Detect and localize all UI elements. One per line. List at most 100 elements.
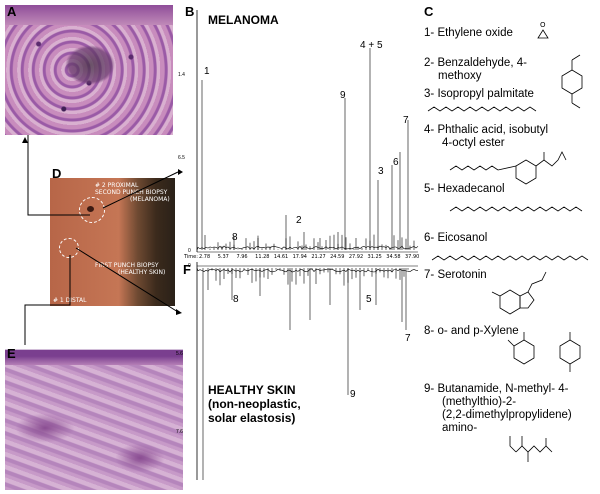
compound-4-name-line-1: Phthalic acid, isobutyl — [437, 124, 549, 136]
healthy-trace — [196, 267, 419, 480]
compound-6: 6- Eicosanol — [424, 232, 487, 245]
compound-1-name: Ethylene oxide — [437, 27, 513, 39]
chemical-structures: O — [427, 21, 589, 462]
peak-label-7: 7 — [403, 115, 409, 126]
panel-label-c: C — [424, 4, 434, 19]
compound-7: 7- Serotonin — [424, 269, 487, 282]
y-label-bottom-1: 0 — [188, 263, 191, 269]
photo-label-proximal: # 2 PROXIMAL — [95, 182, 139, 189]
peak-label-4-5: 4 + 5 — [360, 40, 383, 51]
compound-2-name-line-2: methoxy — [438, 70, 482, 82]
y-label-bottom-3: 7.6 — [176, 429, 183, 435]
healthy-title-line-3: solar elastosis) — [208, 411, 296, 425]
peak-label-bottom-5: 5 — [366, 294, 372, 305]
photo-label-second-biopsy: SECOND PUNCH BIOPSY — [95, 189, 168, 196]
compound-9: 9- Butanamide, N-methyl- 4- (methylthio)… — [424, 383, 572, 435]
compound-3-num: 3- — [424, 88, 435, 100]
melanoma-title: MELANOMA — [208, 13, 279, 27]
time-tick-label: 37.90 — [405, 254, 420, 260]
y-label-top-1: 1.4 — [178, 72, 185, 78]
melanoma-trace — [196, 48, 419, 251]
svg-text:O: O — [540, 21, 546, 29]
time-tick-label: 31.25 — [367, 254, 382, 260]
compound-8: 8- o- and p-Xylene — [424, 325, 519, 338]
compound-3-name: Isopropyl palmitate — [437, 88, 534, 100]
peak-label-6: 6 — [393, 157, 399, 168]
healthy-biopsy-circle — [59, 238, 79, 258]
time-tick-label: 21.27 — [311, 254, 326, 260]
melanoma-biopsy-circle — [79, 197, 105, 223]
peak-label-bottom-8: 8 — [233, 294, 239, 305]
compound-9-name-line-1: Butanamide, N-methyl- 4- — [437, 383, 569, 395]
time-label: Time: — [184, 254, 198, 260]
histology-melanoma-image — [5, 5, 173, 135]
compound-6-name: Eicosanol — [437, 232, 488, 244]
isopropyl-palmitate-structure — [427, 106, 537, 112]
photo-label-melanoma: (MELANOMA) — [130, 196, 170, 203]
peak-label-1: 1 — [204, 66, 210, 77]
phthalate-ester-structure — [449, 151, 567, 185]
healthy-title-line-1: HEALTHY SKIN — [208, 383, 296, 397]
compound-9-name-line-2: (methylthio)-2- — [442, 396, 517, 408]
xylene-structures — [507, 332, 581, 372]
melanoma-lesion — [87, 206, 94, 212]
peak-label-9: 9 — [340, 90, 346, 101]
compound-2-num: 2- — [424, 57, 435, 69]
ethylene-oxide-structure: O — [537, 21, 549, 39]
time-tick-label: 14.61 — [273, 254, 289, 260]
time-tick-label: 17.94 — [292, 254, 307, 260]
compound-2: 2- Benzaldehyde, 4- methoxy — [424, 57, 527, 83]
compound-4: 4- Phthalic acid, isobutyl 4-octyl ester — [424, 124, 548, 150]
time-tick-label: 7.96 — [236, 254, 248, 260]
time-tick-label: 24.59 — [330, 254, 345, 260]
time-tick-label: 11.28 — [255, 254, 270, 260]
eicosanol-structure — [431, 255, 589, 261]
methoxybenzaldehyde-structure — [561, 54, 583, 109]
photo-label-healthy: (HEALTHY SKIN) — [118, 269, 166, 276]
compound-3: 3- Isopropyl palmitate — [424, 88, 534, 101]
melanoma-baseline — [196, 245, 419, 251]
panel-label-d: D — [52, 166, 62, 181]
compound-5: 5- Hexadecanol — [424, 183, 505, 196]
y-label-top-3: 0 — [188, 248, 191, 254]
compound-8-num: 8- — [424, 325, 435, 337]
time-tick-label: 2.78 — [199, 254, 211, 260]
time-tick-label: 34.58 — [386, 254, 401, 260]
compound-1: 1- Ethylene oxide — [424, 27, 513, 40]
y-label-top-2: 6.5 — [178, 155, 185, 161]
compound-9-name-line-4: amino- — [442, 422, 478, 434]
peak-label-3: 3 — [378, 166, 384, 177]
chromatogram — [196, 10, 419, 480]
compound-9-name-line-3: (2,2-dimethylpropylidene) — [442, 409, 572, 421]
compound-7-name: Serotonin — [437, 269, 487, 281]
butanamide-structure — [509, 436, 553, 462]
panel-label-a: A — [7, 4, 17, 19]
compound-1-num: 1- — [424, 27, 435, 39]
peak-label-2: 2 — [296, 215, 302, 226]
compound-5-num: 5- — [424, 183, 435, 195]
healthy-baseline — [196, 267, 419, 273]
photo-label-first-biopsy: FIRST PUNCH BIOPSY — [95, 262, 159, 269]
histology-healthy-image — [5, 343, 183, 490]
compound-2-name-line-1: Benzaldehyde, 4- — [437, 57, 527, 69]
compound-5-name: Hexadecanol — [437, 183, 505, 195]
panel-label-e: E — [7, 346, 16, 361]
panel-label-b: B — [185, 4, 195, 19]
time-tick-label: 5.37 — [217, 254, 229, 260]
peak-label-8: 8 — [232, 232, 238, 243]
compound-4-num: 4- — [424, 124, 435, 136]
compound-9-num: 9- — [424, 383, 435, 395]
healthy-title-line-2: (non-neoplastic, — [208, 397, 301, 411]
time-tick-label: 27.92 — [348, 254, 364, 260]
serotonin-structure — [491, 271, 547, 315]
peak-label-bottom-9: 9 — [350, 389, 356, 400]
peak-label-bottom-7: 7 — [405, 333, 411, 344]
compound-4-name-line-2: 4-octyl ester — [442, 137, 505, 149]
compound-7-num: 7- — [424, 269, 435, 281]
y-label-bottom-2: 5.6 — [176, 351, 183, 357]
compound-6-num: 6- — [424, 232, 435, 244]
hexadecanol-structure — [449, 206, 583, 212]
compound-8-name: o- and p-Xylene — [437, 325, 519, 337]
panel-label-f: F — [183, 262, 191, 277]
